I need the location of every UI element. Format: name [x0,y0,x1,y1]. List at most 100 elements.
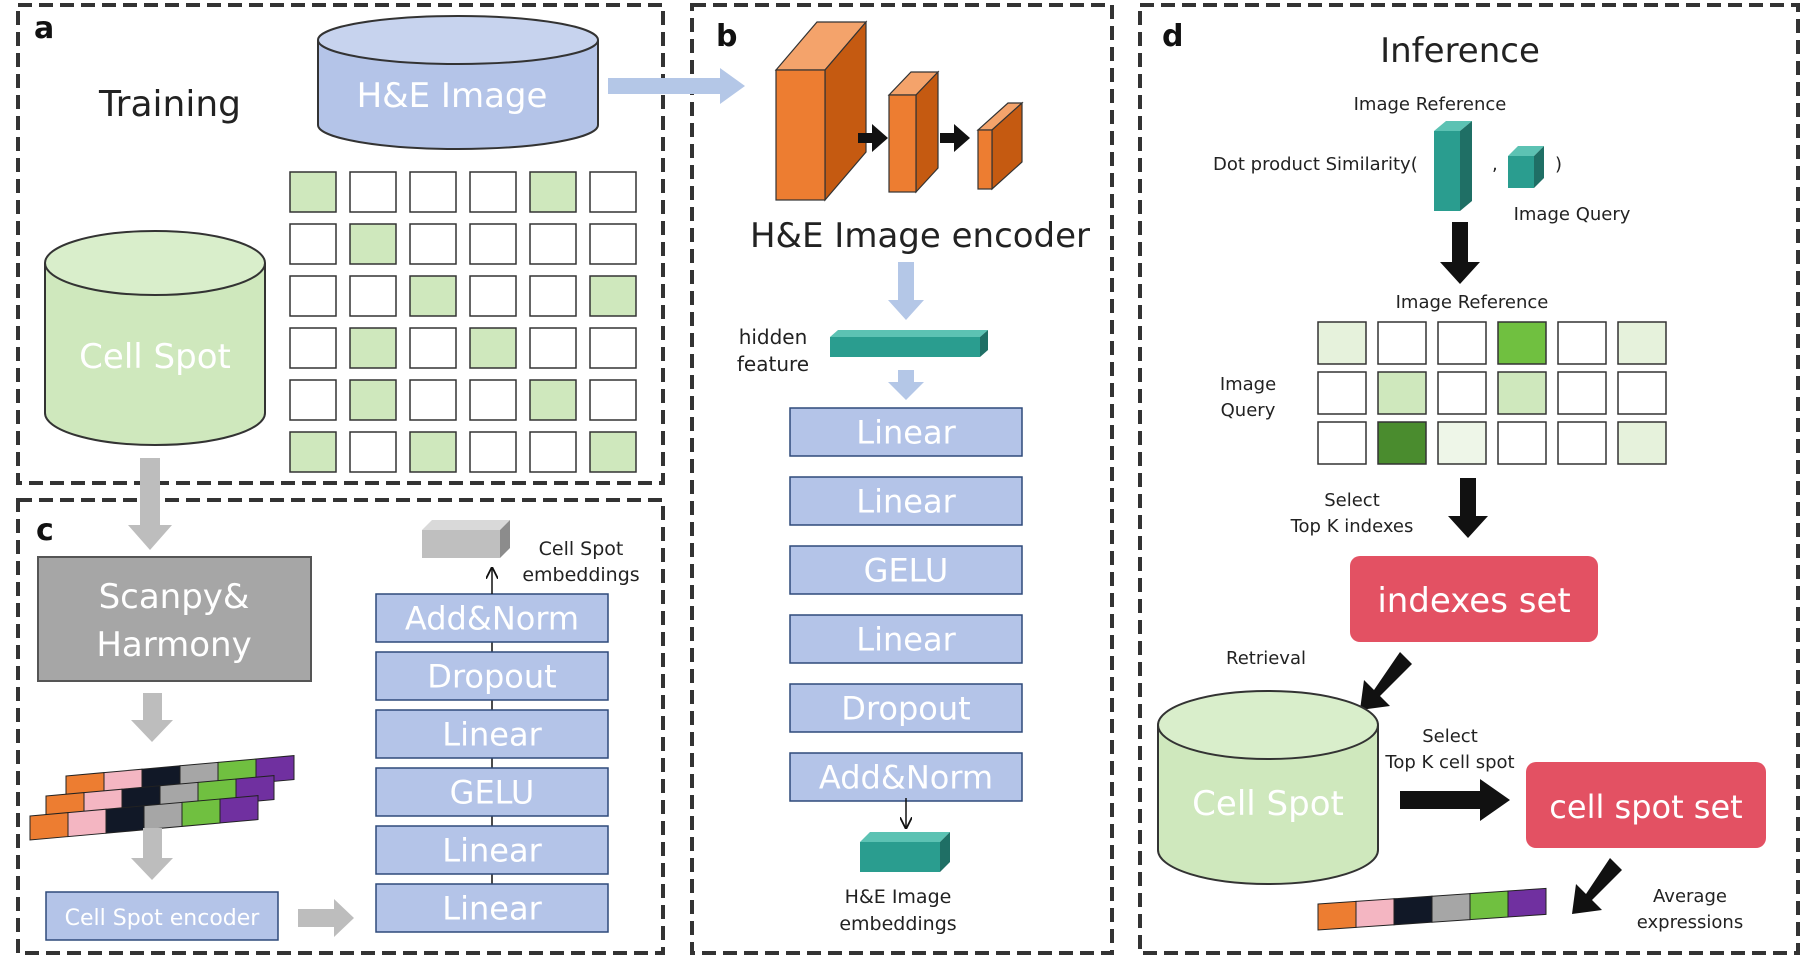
matrix-row-label-2: Query [1221,400,1276,421]
cell-spot-encoder-box [45,891,279,941]
layer-box [789,476,1023,526]
matrix-cell [589,223,637,265]
layer-label: GELU [450,774,535,812]
layer-label: Linear [442,832,542,870]
average-label-2: expressions [1637,912,1743,933]
matrix-cell [1317,321,1367,365]
training-title: Training [98,84,241,125]
matrix-cell [289,379,337,421]
he-image-embedding-block [860,832,950,872]
matrix-cell [289,171,337,213]
layer-box [789,683,1023,733]
matrix-cell [469,223,517,265]
layer-label: Linear [856,621,956,659]
matrix-cell [589,171,637,213]
image-reference-embedding [1434,121,1472,211]
similarity-matrix-inference [1317,321,1667,465]
scanpy-harmony-box [37,556,312,682]
select-top-k-spot-2: Top K cell spot [1384,752,1514,773]
matrix-cell [1377,371,1427,415]
scanpy-label: Scanpy& [99,577,250,617]
matrix-cell [589,379,637,421]
expression-segment [1469,890,1509,921]
matrix-cell [289,327,337,369]
matrix-cell [1617,371,1667,415]
encoder-down-arrow-1 [888,262,924,320]
he-to-encoder-arrow [608,68,745,104]
hidden-feature-bar [830,330,988,357]
layer-label: Dropout [427,658,556,696]
average-arrow [1572,858,1622,914]
matrix-col-label: Image Reference [1396,292,1549,313]
matrix-cell [1497,421,1547,465]
expression-segment [1317,900,1357,931]
image-query-embedding [1508,146,1544,188]
cell-spot-embedding-block [422,520,510,558]
select-top-k-1: Select [1324,490,1380,511]
expression-segment [105,805,145,834]
cell-spot-set-box [1526,762,1766,848]
matrix-cell [409,327,457,369]
dot-product-label: Dot product Similarity( [1213,154,1418,175]
retrieval-arrow [1360,652,1412,710]
matrix-cell [1437,421,1487,465]
image-reference-top-label: Image Reference [1354,94,1507,115]
expression-segment [1507,887,1547,918]
average-expression-vector [1317,887,1547,931]
cnn-encoder-icon [774,20,1024,202]
matrix-cell [409,171,457,213]
panel-b-letter: b [716,19,737,54]
expression-segment [219,795,259,824]
expression-segment [235,775,275,804]
panel-a-border [16,3,665,485]
matrix-cell [1497,371,1547,415]
he-image-db-label: H&E Image [357,76,548,116]
he-image-encoder-title: H&E Image encoder [750,216,1090,256]
he-image-database: H&E Image [317,15,599,150]
matrix-cell [289,275,337,317]
expression-segment [181,798,221,827]
layer-label: Linear [442,716,542,754]
matrix-cell [409,223,457,265]
matrix-cell [1557,321,1607,365]
select-top-k-2: Top K indexes [1290,516,1414,537]
panel-b-border [690,3,1114,955]
similarity-matrix-training [289,171,637,473]
harmony-label: Harmony [96,625,251,665]
matrix-cell [409,431,457,473]
layer-box [375,883,609,933]
matrix-cell [349,275,397,317]
layer-label: Dropout [841,690,970,728]
matrix-cell [349,327,397,369]
matrix-cell [529,223,577,265]
layer-box [375,651,609,701]
layer-label: Add&Norm [405,600,579,638]
he-embeddings-label-2: embeddings [839,913,956,935]
layer-label: Add&Norm [819,759,993,797]
average-label-1: Average [1653,886,1727,907]
comma-label: , [1492,154,1498,175]
retrieval-label: Retrieval [1226,648,1306,669]
matrix-cell [1617,421,1667,465]
layer-box [789,614,1023,664]
encoder-down-arrow-2 [888,370,924,400]
inference-title: Inference [1380,31,1540,71]
cell-spot-database: Cell Spot [44,230,266,446]
matrix-cell [469,275,517,317]
layer-box [375,767,609,817]
encoder-right-arrow [298,899,354,937]
expression-segment [29,812,69,841]
matrix-cell [349,223,397,265]
layer-box [375,825,609,875]
matrix-cell [529,431,577,473]
expression-segment [1393,895,1433,926]
indexes-set-label: indexes set [1377,581,1570,621]
matrix-cell [529,327,577,369]
matrix-cell [589,327,637,369]
layer-label: GELU [864,552,949,590]
close-paren-label: ) [1555,154,1562,175]
cell-spot-encoder-label: Cell Spot encoder [65,906,261,931]
layer-box [789,545,1023,595]
